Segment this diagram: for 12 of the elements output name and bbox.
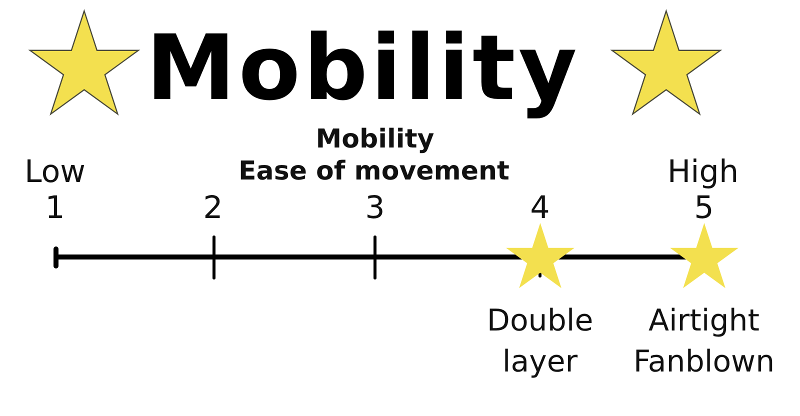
scale-end-label: High xyxy=(667,154,739,190)
tick-label: 3 xyxy=(365,190,385,226)
scale-end-label: Low xyxy=(24,154,86,190)
tick-label: 5 xyxy=(694,190,714,226)
scale-subtitle: Ease of movement xyxy=(238,158,510,186)
marker-caption: Double layer xyxy=(486,302,594,382)
tick-label: 1 xyxy=(45,190,65,226)
tick-label: 4 xyxy=(530,190,550,226)
scale-heading: Mobility xyxy=(316,126,434,154)
title: Mobility xyxy=(146,14,580,123)
marker-caption: Airtight Fanblown xyxy=(633,302,775,382)
tick-label: 2 xyxy=(203,190,223,226)
